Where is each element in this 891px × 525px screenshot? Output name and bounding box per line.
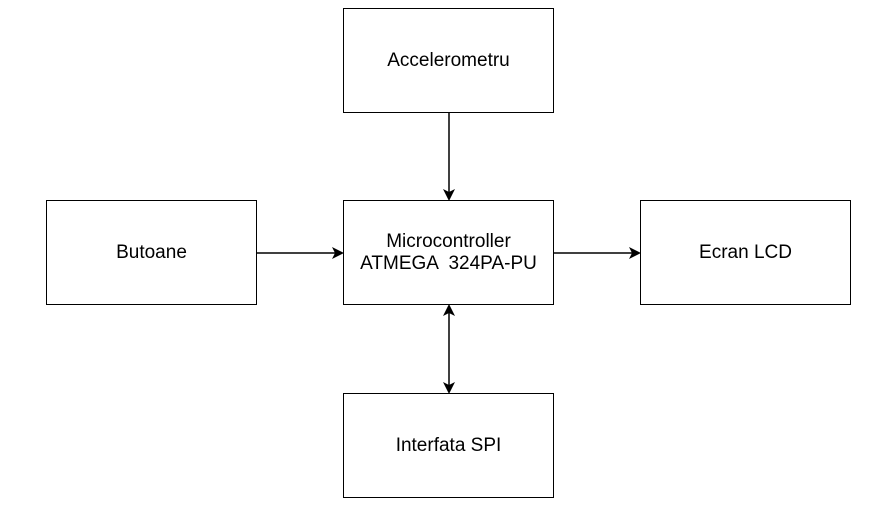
- node-spi-label: Interfata SPI: [395, 434, 502, 456]
- node-lcd-label: Ecran LCD: [699, 241, 792, 263]
- node-buttons: Butoane: [46, 200, 257, 305]
- node-buttons-label: Butoane: [116, 241, 187, 263]
- node-microcontroller-line2: ATMEGA 324PA-PU: [360, 252, 537, 274]
- node-microcontroller-line1: Microcontroller: [386, 230, 511, 252]
- node-spi: Interfata SPI: [343, 393, 554, 498]
- node-accelerometer: Accelerometru: [343, 8, 554, 113]
- node-microcontroller: Microcontroller ATMEGA 324PA-PU: [343, 200, 554, 305]
- node-lcd: Ecran LCD: [640, 200, 851, 305]
- node-accelerometer-label: Accelerometru: [387, 49, 510, 71]
